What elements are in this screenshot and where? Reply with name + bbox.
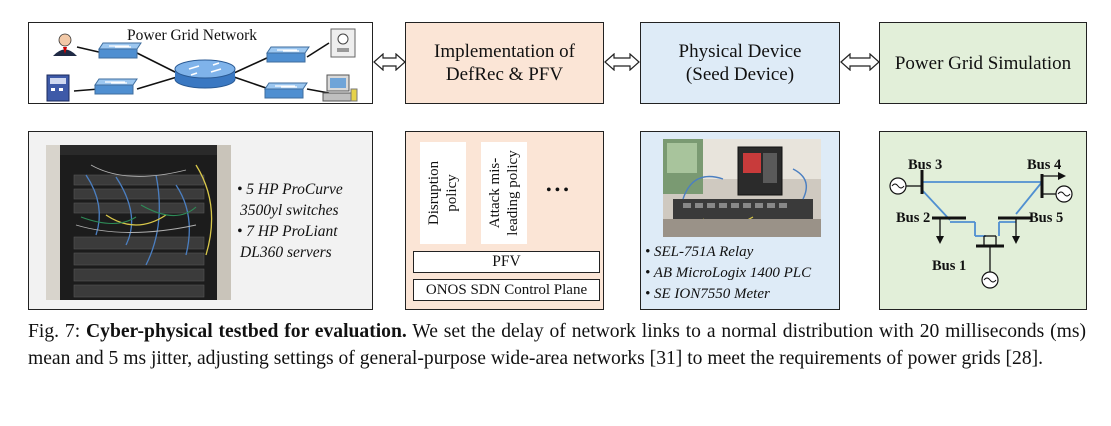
impl-line2: DefRec & PFV <box>445 64 564 85</box>
switch-icon-right-bottom <box>264 82 308 99</box>
physical-device-box: Physical Device (Seed Device) <box>640 22 840 104</box>
bidirectional-arrow-1 <box>373 53 406 71</box>
hardware-item-2b: DL360 servers <box>240 244 332 261</box>
hardware-panel: • 5 HP ProCurve 3500yl switches • 7 HP P… <box>28 131 373 310</box>
more-policies-ellipsis: ••• <box>546 182 572 199</box>
bus2-label: Bus 2 <box>896 210 931 226</box>
network-title: Power Grid Network <box>127 27 258 44</box>
network-topology-graphic <box>46 28 358 102</box>
device-item-plc: • AB MicroLogix 1400 PLC <box>645 265 812 281</box>
device-item-meter: • SE ION7550 Meter <box>645 286 770 302</box>
implementation-detail-panel: Disruption policy Attack mis- leading po… <box>405 131 604 310</box>
power-grid-simulation-box: Power Grid Simulation <box>879 22 1087 104</box>
phys-line1: Physical Device <box>678 41 802 62</box>
switch-icon-left-top <box>98 42 142 59</box>
bus1-label: Bus 1 <box>932 258 967 274</box>
devices-photo <box>663 139 821 237</box>
bidirectional-arrow-3 <box>840 53 880 71</box>
caption-body: We set the delay of network links to a n… <box>28 321 1086 369</box>
figure-caption: Fig. 7: Cyber-physical testbed for evalu… <box>28 318 1086 372</box>
disruption-policy-line1: Disruption <box>426 160 442 226</box>
attack-policy-line2: leading policy <box>505 150 521 236</box>
switch-icon-left-bottom <box>94 78 138 95</box>
hardware-list: • 5 HP ProCurve 3500yl switches • 7 HP P… <box>237 179 372 263</box>
computer-icon <box>322 74 358 102</box>
disruption-policy-card: Disruption policy <box>420 142 466 244</box>
device-item-relay: • SEL-751A Relay <box>645 244 754 260</box>
meter-device-icon <box>330 28 356 58</box>
plc-device-icon <box>46 74 70 102</box>
bus5-label: Bus 5 <box>1029 210 1064 226</box>
disruption-policy-line2: policy <box>444 174 460 212</box>
pfv-layer: PFV <box>413 251 600 273</box>
caption-bold: Cyber-physical testbed for evaluation. <box>86 321 407 342</box>
physical-devices-panel: • SEL-751A Relay • AB MicroLogix 1400 PL… <box>640 131 840 310</box>
server-rack-photo <box>46 145 231 300</box>
router-icon <box>174 59 236 89</box>
bus-network-diagram <box>889 170 1073 289</box>
device-list: • SEL-751A Relay • AB MicroLogix 1400 PL… <box>645 242 839 305</box>
caption-prefix: Fig. 7: <box>28 321 87 342</box>
attack-policy-line1: Attack mis- <box>487 157 503 229</box>
user-icon <box>53 33 77 56</box>
impl-line1: Implementation of <box>434 41 575 62</box>
hardware-item-1a: • 5 HP ProCurve <box>237 181 343 198</box>
bidirectional-arrow-2 <box>604 53 640 71</box>
hardware-item-1b: 3500yl switches <box>240 202 339 219</box>
power-grid-network-panel: Power Grid Network <box>28 22 373 104</box>
power-grid-diagram-panel: Bus 3 Bus 4 Bus 2 Bus 5 Bus 1 <box>879 131 1087 310</box>
onos-control-plane-layer: ONOS SDN Control Plane <box>413 279 600 301</box>
simulation-label: Power Grid Simulation <box>894 52 1072 74</box>
switch-icon-right-top <box>266 46 310 63</box>
attack-misleading-policy-card: Attack mis- leading policy <box>481 142 527 244</box>
bus4-label: Bus 4 <box>1027 157 1062 173</box>
implementation-box: Implementation of DefRec & PFV <box>405 22 604 104</box>
hardware-item-2a: • 7 HP ProLiant <box>237 223 338 240</box>
phys-line2: (Seed Device) <box>685 64 795 85</box>
bus3-label: Bus 3 <box>908 157 943 173</box>
